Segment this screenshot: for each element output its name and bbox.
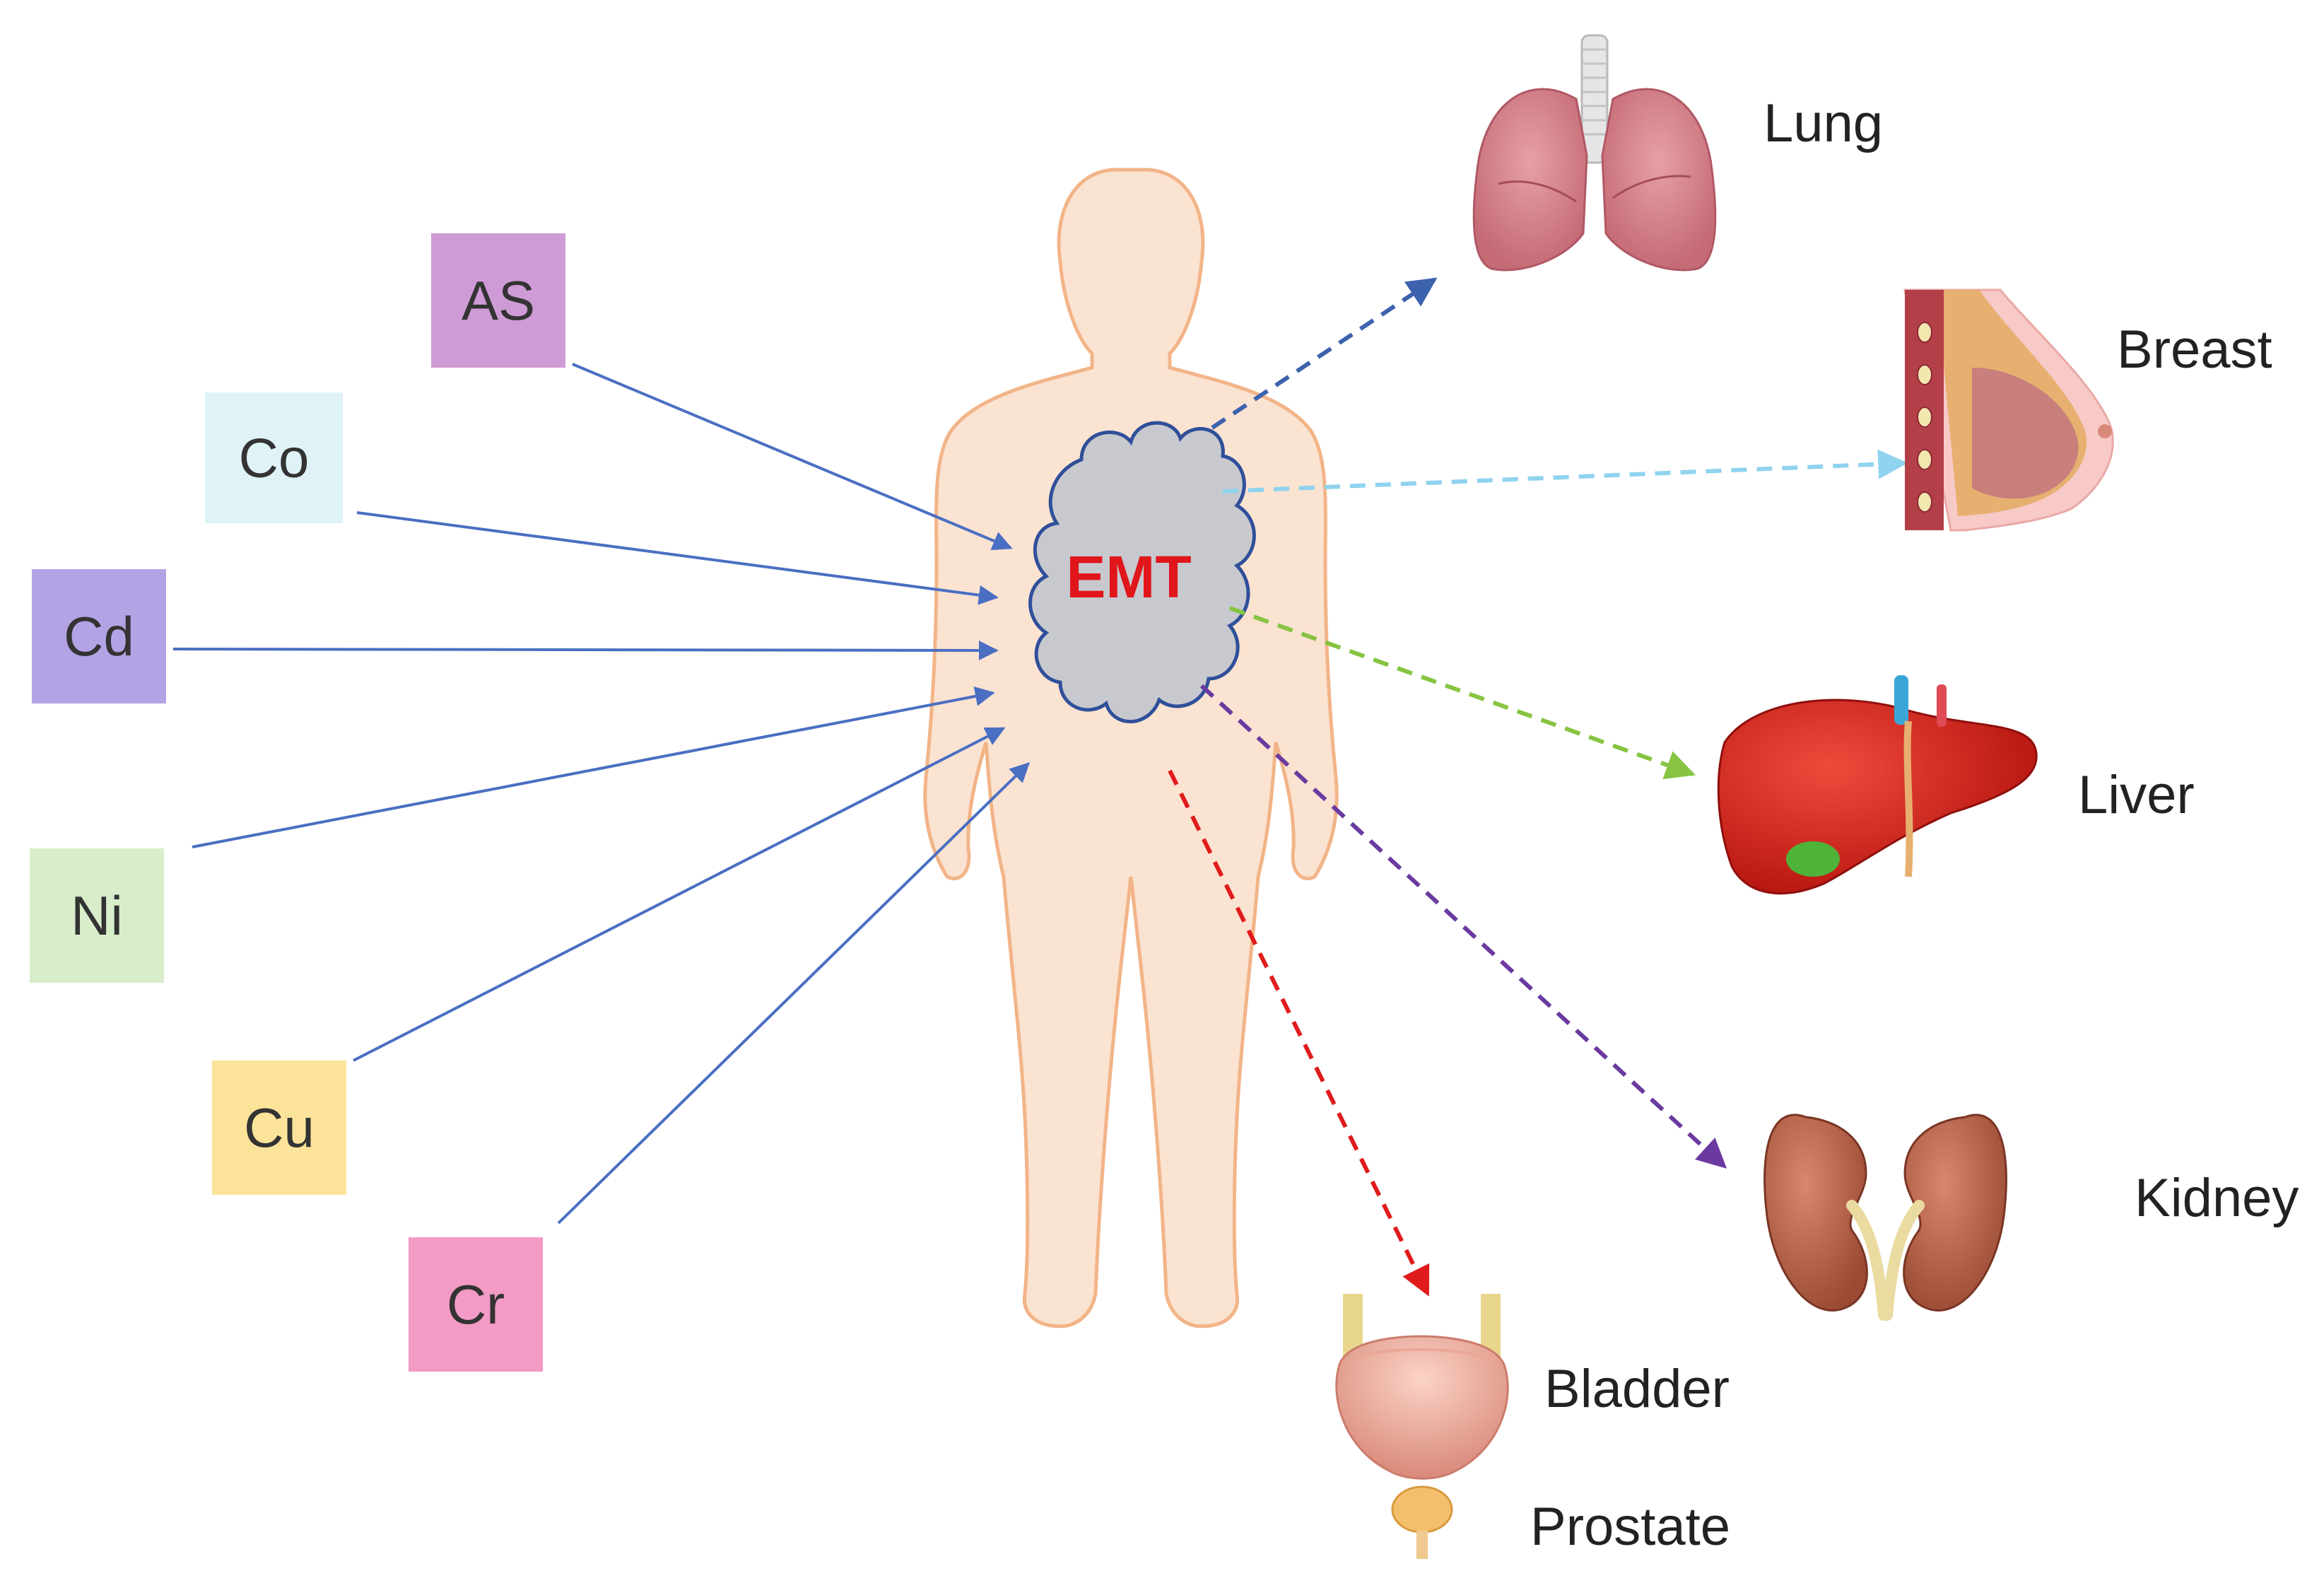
metal-as: AS (431, 233, 1013, 551)
metal-label-ni: Ni (71, 884, 123, 947)
metal-label-cd: Cd (64, 605, 134, 667)
arrow-to-breast (1222, 449, 1908, 494)
metal-box-cr (409, 1237, 543, 1372)
organ-label-lung: Lung (1763, 93, 1883, 153)
metal-label-cr: Cr (447, 1273, 505, 1336)
organ-label-bladder: Bladder (1544, 1359, 1730, 1419)
metal-cd: Cd (32, 569, 999, 703)
liver-icon (1717, 675, 2038, 895)
arrow-to-lung (1211, 277, 1438, 430)
emt-cloud-shape (1028, 421, 1256, 724)
metal-cu: Cu (212, 727, 1006, 1195)
emt-cloud: EMT (1028, 421, 1256, 724)
metal-ni: Ni (30, 687, 995, 983)
breast-icon (1903, 288, 2114, 532)
metal-label-as: AS (462, 269, 535, 332)
kidney-icon (1763, 1114, 2007, 1321)
lung-icon (1472, 34, 1717, 271)
emt-label: EMT (1066, 544, 1191, 610)
organ-label-breast: Breast (2117, 320, 2272, 380)
arrow-to-bladder (1168, 769, 1430, 1297)
arrow-from-cu (353, 727, 1006, 1062)
metal-box-co (205, 392, 343, 523)
organ-arrows (1168, 277, 1908, 1297)
organ-label-kidney: Kidney (2135, 1168, 2299, 1228)
human-body-figure (923, 168, 1339, 1328)
arrow-to-kidney (1199, 684, 1727, 1169)
metal-co: Co (205, 392, 999, 605)
arrow-to-liver (1228, 606, 1696, 780)
metal-box-ni (30, 848, 164, 983)
arrow-from-ni (192, 687, 995, 848)
metal-box-cd (32, 569, 166, 703)
bladder-icon (1335, 1294, 1509, 1480)
metal-label-co: Co (239, 427, 310, 489)
metal-cr: Cr (409, 762, 1031, 1372)
organ-label-prostate: Prostate (1530, 1497, 1730, 1557)
arrow-from-cd (172, 640, 999, 660)
body-silhouette (923, 168, 1339, 1328)
metal-label-cu: Cu (244, 1097, 315, 1159)
organ-label-liver: Liver (2078, 765, 2195, 825)
prostate-icon (1391, 1485, 1453, 1559)
arrow-from-co (356, 511, 999, 605)
arrow-from-cr (557, 762, 1031, 1225)
metal-box-as (431, 233, 565, 368)
arrow-from-as (572, 363, 1013, 551)
metal-box-cu (212, 1061, 346, 1195)
